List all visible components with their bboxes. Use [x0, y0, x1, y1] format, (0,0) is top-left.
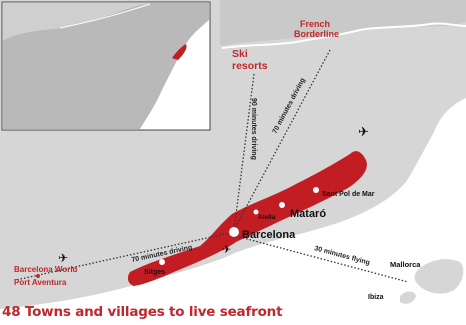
label-french-border-1: French	[300, 19, 330, 29]
label-islands-time: 30 minutes flying	[313, 245, 370, 267]
label-barcelona: Barcelona	[242, 229, 296, 241]
label-mataro: Mataró	[290, 208, 326, 220]
label-ski-time: 90 minutes driving	[250, 98, 257, 160]
label-ski-1: Ski	[232, 48, 248, 60]
marker-barcelona	[229, 227, 239, 237]
inset-map	[1, 1, 211, 131]
marker-sant-pol	[313, 187, 319, 193]
label-ski-2: resorts	[232, 60, 268, 72]
island-mallorca	[414, 259, 464, 294]
label-mallorca: Mallorca	[390, 260, 421, 269]
label-alella: Alella	[258, 214, 276, 221]
france-region	[220, 0, 466, 46]
route-south	[15, 231, 235, 281]
airplane-icon: ✈	[58, 251, 68, 265]
footer-caption: 48 Towns and villages to live seafront	[2, 304, 283, 320]
label-port-aventura: Port Aventura	[14, 278, 67, 287]
label-ibiza: Ibiza	[368, 294, 384, 301]
label-french-border-2: Borderline	[294, 29, 339, 39]
label-sant-pol: Sant Pol de Mar	[322, 191, 375, 198]
label-barcelona-world: Barcelona World	[14, 265, 78, 274]
marker-alella	[253, 209, 259, 215]
airplane-icon: ✈	[358, 125, 369, 140]
route-border	[233, 49, 331, 231]
airplane-icon: ✈	[222, 243, 231, 256]
coastal-zone	[127, 151, 367, 286]
french-border-line	[221, 22, 466, 49]
island-ibiza	[400, 291, 416, 304]
label-sitges: Sitges	[144, 269, 165, 276]
marker-barcelona-world	[36, 274, 40, 278]
route-islands	[235, 235, 409, 283]
marker-mataro	[279, 202, 285, 208]
marker-sitges	[159, 259, 165, 265]
